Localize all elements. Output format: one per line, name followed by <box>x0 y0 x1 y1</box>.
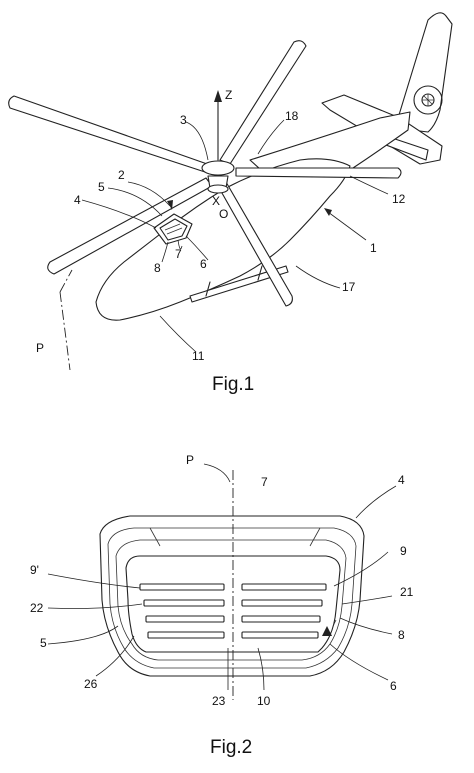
label-21: 21 <box>400 585 414 599</box>
label-3: 3 <box>180 113 187 127</box>
label-z: Z <box>225 88 232 102</box>
label-22: 22 <box>30 601 44 615</box>
rotor-blade-left <box>8 95 211 173</box>
label-p-fig2: P <box>186 453 194 467</box>
plane-p-line <box>59 269 73 371</box>
label-7: 7 <box>175 247 182 261</box>
fuselage <box>95 158 351 321</box>
label-4-fig2: 4 <box>398 473 405 487</box>
label-1: 1 <box>370 241 377 255</box>
label-6-fig2: 6 <box>390 679 397 693</box>
rotor-blade-top <box>219 40 307 165</box>
rotor-blade-right <box>235 167 402 179</box>
label-23: 23 <box>212 694 226 708</box>
label-2: 2 <box>118 168 125 182</box>
label-26: 26 <box>84 677 98 691</box>
label-x: X <box>212 194 220 208</box>
z-axis-arrow <box>214 90 222 102</box>
figure-2: P 7 4 9' 9 21 22 5 8 26 6 23 10 Fig.2 <box>30 453 414 758</box>
label-6: 6 <box>200 257 207 271</box>
grille-slats-right <box>241 583 327 639</box>
label-17: 17 <box>342 280 356 294</box>
label-5: 5 <box>98 180 105 194</box>
figure-1: Z X O 3 18 2 5 4 12 1 6 7 8 17 P 11 Fig.… <box>8 12 453 395</box>
label-10: 10 <box>257 694 271 708</box>
grille-slats-left <box>139 583 225 639</box>
landing-skid <box>189 265 289 303</box>
label-9: 9 <box>400 544 407 558</box>
label-12: 12 <box>392 192 406 206</box>
label-8-fig2: 8 <box>398 628 405 642</box>
label-11: 11 <box>192 349 205 363</box>
fenestron <box>413 85 443 115</box>
label-7-fig2: 7 <box>261 475 268 489</box>
label-p: P <box>36 341 44 355</box>
figure-2-caption: Fig.2 <box>210 737 252 758</box>
label-8: 8 <box>154 261 161 275</box>
rotor-hub <box>201 160 235 176</box>
label-o: O <box>219 207 228 221</box>
label-4: 4 <box>74 193 81 207</box>
rotor-blade-front <box>217 181 293 307</box>
figure-1-caption: Fig.1 <box>212 374 254 395</box>
tail-fin <box>394 12 453 133</box>
label-18: 18 <box>285 109 299 123</box>
label-5-fig2: 5 <box>40 636 47 650</box>
label-9prime: 9' <box>30 563 39 577</box>
